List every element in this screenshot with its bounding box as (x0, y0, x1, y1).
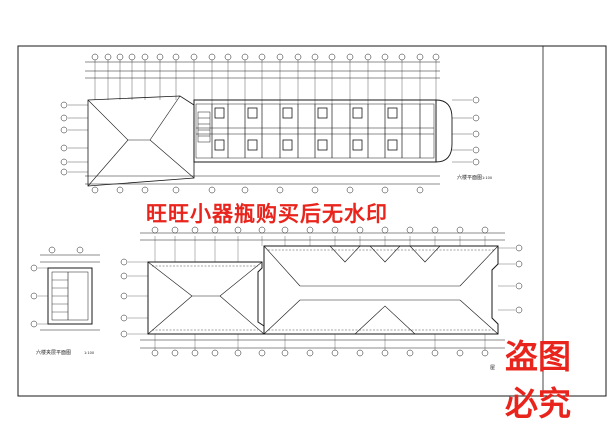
drawing-frame (17, 45, 607, 397)
stair-roof-plan (38, 254, 100, 331)
plan-caption-stair: 六楼夹层平面图 (36, 349, 71, 356)
plan-scale-stair: 1:100 (84, 351, 94, 355)
roof-plan (128, 232, 515, 350)
plan-caption-roof: 屋 (490, 365, 495, 371)
grid-bubbles-roof-plan (120, 226, 523, 357)
watermark-stamp-line2: 必究 (505, 384, 571, 423)
plan-scale-top-floor: 1:100 (482, 176, 492, 180)
grid-bubbles-top-plan (60, 53, 480, 194)
grid-bubbles-stair-plan (30, 246, 84, 328)
watermark-banner: 旺旺小器瓶购买后无水印 (146, 202, 388, 226)
plan-caption-top-floor: 六楼平面图 (457, 174, 482, 181)
top-floor-plan (68, 60, 472, 187)
watermark-stamp-line1: 盗图 (505, 337, 571, 376)
